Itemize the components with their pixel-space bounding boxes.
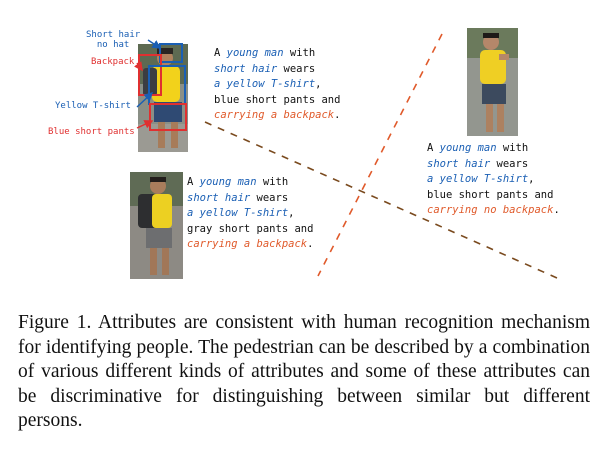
pants-box: [149, 103, 187, 131]
annotation-boxes: [133, 39, 187, 131]
pedestrian-photo-2: [467, 28, 518, 136]
arrow-pants: [136, 120, 154, 129]
label-blue-short-pants: Blue short pants: [48, 127, 135, 137]
separator-lines: [204, 33, 558, 279]
label-yellow-tshirt: Yellow T-shirt: [55, 101, 131, 111]
tshirt-box: [148, 65, 186, 105]
description-1: A young man with short hair wears a yell…: [214, 47, 341, 121]
pedestrian-photo-3: [130, 172, 183, 279]
head-box: [159, 43, 183, 63]
dashed-line-orange: [317, 33, 443, 277]
arrow-backpack: [133, 61, 143, 72]
arrow-hair: [147, 39, 162, 49]
label-short-hair: Short hair no hat: [86, 30, 141, 50]
arrow-tshirt: [136, 91, 154, 108]
description-3: A young man with short hair wears a yell…: [187, 176, 314, 250]
figure-caption: Figure 1. Attributes are consistent with…: [18, 312, 590, 431]
description-2: A young man with short hair wears a yell…: [427, 142, 560, 216]
label-backpack: Backpack: [91, 57, 135, 67]
